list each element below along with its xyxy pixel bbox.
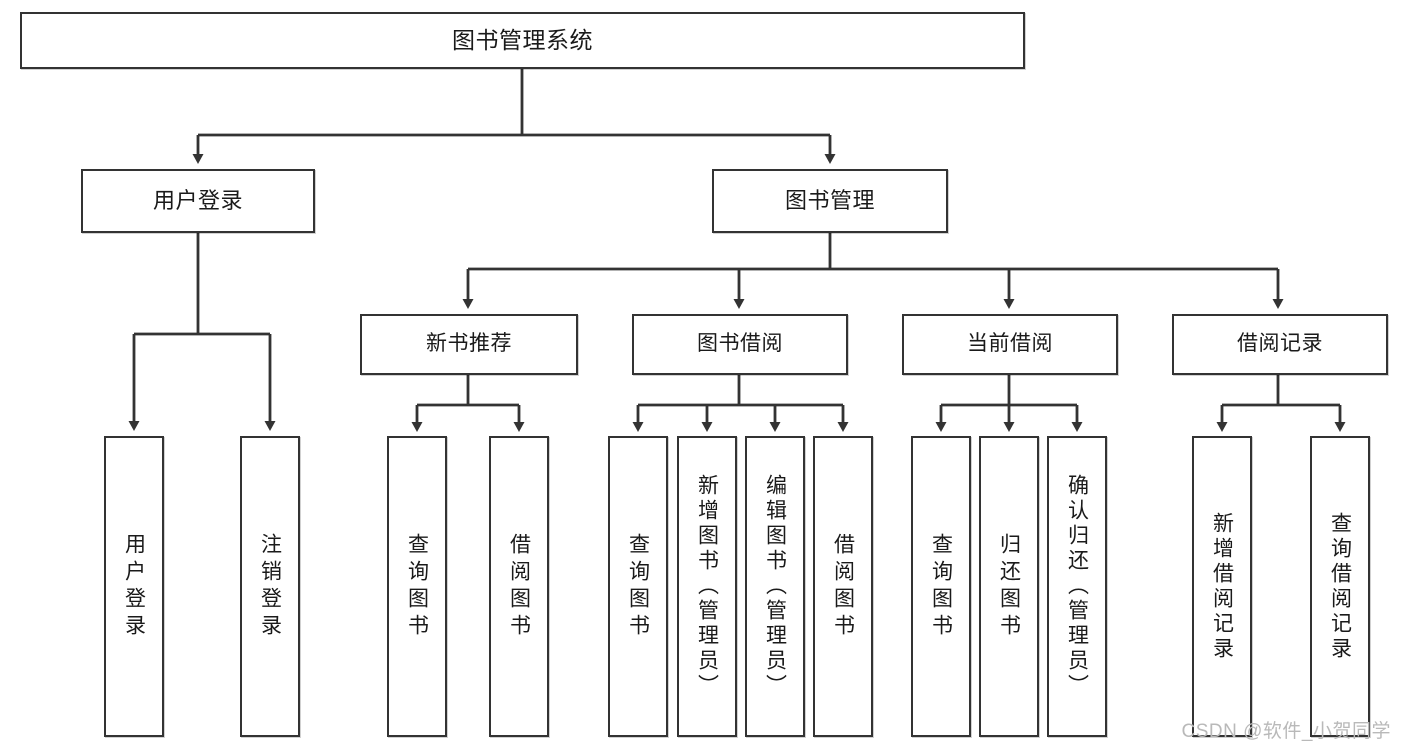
node-label: 借阅图书 bbox=[831, 532, 855, 641]
node-label: 图书借阅 bbox=[697, 332, 783, 356]
node-label: 查询图书 bbox=[626, 532, 650, 641]
leaf-user-login-logout[interactable]: 注销登录 bbox=[240, 436, 300, 737]
leaf-current-confirm-return-admin[interactable]: 确认归还（管理员） bbox=[1047, 436, 1107, 737]
leaf-recommend-borrow-book[interactable]: 借阅图书 bbox=[489, 436, 549, 737]
node-book-management[interactable]: 图书管理 bbox=[712, 169, 948, 233]
leaf-borrow-borrow-book[interactable]: 借阅图书 bbox=[813, 436, 873, 737]
leaf-current-query-book[interactable]: 查询图书 bbox=[911, 436, 971, 737]
node-label: 注销登录 bbox=[258, 532, 282, 641]
node-user-login[interactable]: 用户登录 bbox=[81, 169, 315, 233]
node-borrow-record[interactable]: 借阅记录 bbox=[1172, 314, 1388, 375]
node-label: 图书管理 bbox=[784, 188, 875, 214]
node-label: 查询图书 bbox=[929, 532, 953, 641]
node-label: 用户登录 bbox=[152, 188, 243, 214]
node-label: 新增借阅记录 bbox=[1210, 511, 1234, 662]
node-label: 当前借阅 bbox=[967, 332, 1053, 356]
node-root-system[interactable]: 图书管理系统 bbox=[20, 12, 1025, 69]
node-label: 用户登录 bbox=[122, 532, 146, 641]
node-label: 归还图书 bbox=[997, 532, 1021, 641]
leaf-borrow-add-book-admin[interactable]: 新增图书（管理员） bbox=[677, 436, 737, 737]
leaf-current-return-book[interactable]: 归还图书 bbox=[979, 436, 1039, 737]
node-new-book-recommend[interactable]: 新书推荐 bbox=[360, 314, 578, 375]
node-label: 编辑图书（管理员） bbox=[763, 474, 787, 699]
leaf-record-add-record[interactable]: 新增借阅记录 bbox=[1192, 436, 1252, 737]
leaf-user-login-login[interactable]: 用户登录 bbox=[104, 436, 164, 737]
leaf-borrow-edit-book-admin[interactable]: 编辑图书（管理员） bbox=[745, 436, 805, 737]
node-label: 借阅图书 bbox=[507, 532, 531, 641]
leaf-record-query-record[interactable]: 查询借阅记录 bbox=[1310, 436, 1370, 737]
node-label: 确认归还（管理员） bbox=[1065, 474, 1089, 699]
node-label: 图书管理系统 bbox=[452, 27, 593, 54]
node-label: 查询图书 bbox=[405, 532, 429, 641]
node-label: 借阅记录 bbox=[1237, 332, 1323, 356]
node-current-borrow[interactable]: 当前借阅 bbox=[902, 314, 1118, 375]
node-label: 查询借阅记录 bbox=[1328, 511, 1352, 662]
node-book-borrow[interactable]: 图书借阅 bbox=[632, 314, 848, 375]
watermark-text: CSDN @软件_小贺同学 bbox=[1181, 721, 1391, 742]
leaf-borrow-query-book[interactable]: 查询图书 bbox=[608, 436, 668, 737]
node-label: 新增图书（管理员） bbox=[695, 474, 719, 699]
leaf-recommend-query-book[interactable]: 查询图书 bbox=[387, 436, 447, 737]
node-label: 新书推荐 bbox=[426, 332, 512, 356]
